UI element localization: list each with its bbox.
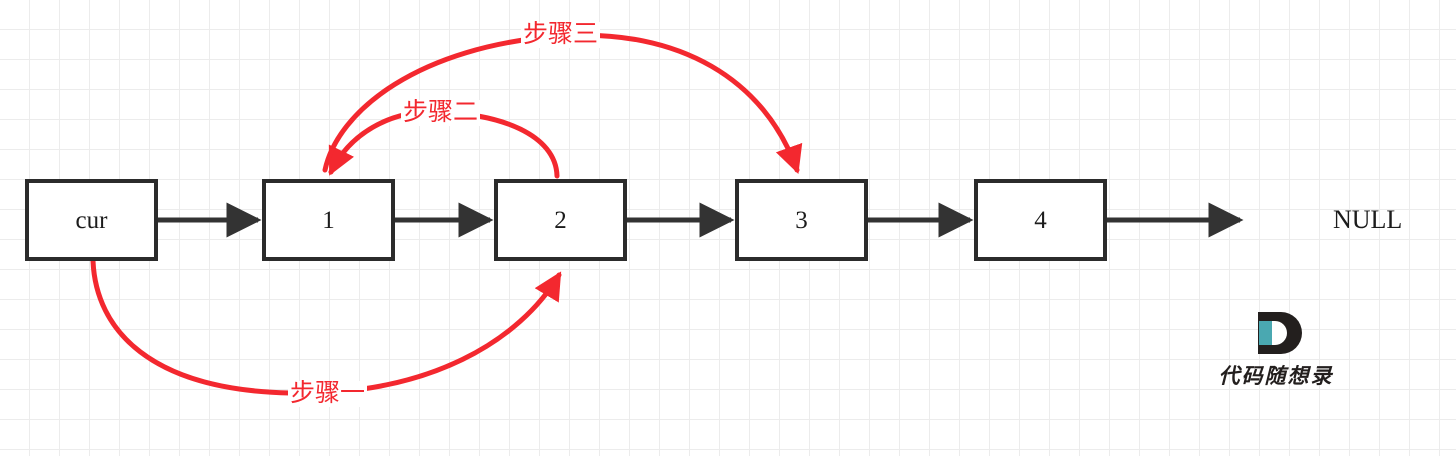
watermark: 代码随想录 (1196, 312, 1356, 398)
node-box-2[interactable]: 2 (494, 179, 627, 261)
null-terminal-label: NULL (1333, 205, 1403, 234)
watermark-text: 代码随想录 (1218, 364, 1334, 388)
node-label: 1 (322, 206, 335, 234)
node-box-3[interactable]: 3 (735, 179, 868, 261)
node-box-cur[interactable]: cur (25, 179, 158, 261)
step-one-curve (90, 258, 562, 396)
node-label: 4 (1034, 206, 1047, 234)
step-one-label: 步骤一 (288, 380, 368, 408)
step-three-curve (322, 32, 803, 174)
node-box-4[interactable]: 4 (974, 179, 1107, 261)
logo-d-icon (1250, 312, 1302, 354)
node-label: 3 (795, 206, 808, 234)
step-two-label: 步骤二 (401, 99, 481, 127)
node-label: cur (75, 206, 108, 234)
node-box-1[interactable]: 1 (262, 179, 395, 261)
node-label: 2 (554, 206, 567, 234)
step-three-label: 步骤三 (521, 21, 601, 49)
